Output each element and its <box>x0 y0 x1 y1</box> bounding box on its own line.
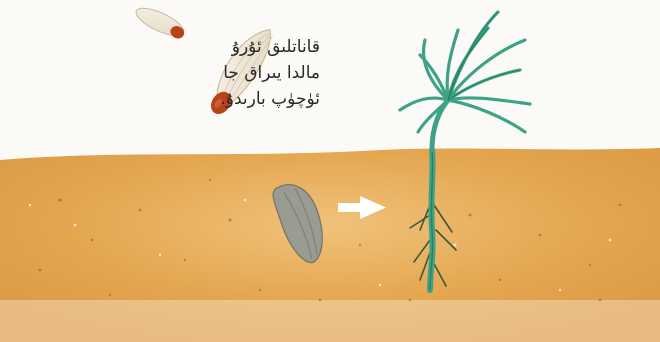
caption-text: قاناتلىق ئۇرۇ مالدا يىراق جا ئۈچۈپ بارىد… <box>120 34 320 112</box>
caption-line-3: ئۈچۈپ بارىدۇ. <box>120 86 320 112</box>
caption-line-1: قاناتلىق ئۇرۇ <box>120 34 320 60</box>
soil-fade <box>0 300 660 342</box>
caption-line-2: مالدا يىراق جا <box>120 60 320 86</box>
